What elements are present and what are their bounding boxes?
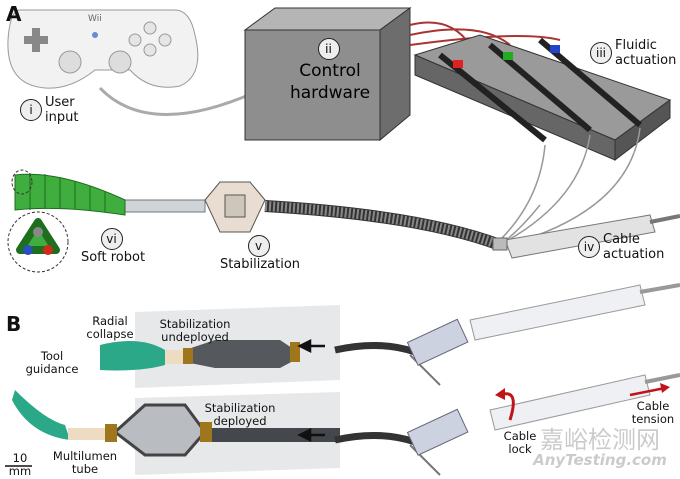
number-badge: vi (100, 228, 123, 250)
scale-bar-label: 10 mm (8, 451, 32, 478)
label-tool-guidance: Tool guidance (25, 349, 79, 376)
wii-logo: Wii (88, 14, 102, 24)
black-arrows (297, 338, 325, 443)
stabilization-device (204, 181, 266, 233)
label-text: Cable actuation (603, 232, 665, 262)
label-radial-collapse: Radial collapse (86, 314, 134, 341)
fluidic-board (413, 34, 672, 162)
number-badge: i (20, 99, 42, 121)
label-cable-lock: Cable lock (503, 429, 537, 456)
soft-robot (7, 169, 126, 273)
control-hardware-box (243, 7, 412, 142)
device-undeployed (334, 283, 680, 386)
panel-label-a: A (6, 2, 22, 26)
robot-shaft (119, 199, 206, 213)
fluid-lines (499, 127, 641, 246)
label-text: Control hardware (289, 61, 371, 103)
controller-cable (98, 86, 261, 116)
number-badge: ii (317, 38, 340, 60)
watermark-en: AnyTesting.com (533, 451, 667, 469)
label-text: Soft robot (80, 250, 146, 265)
label-text: User input (45, 95, 79, 125)
photo-undeployed (100, 305, 340, 388)
panel-label-b: B (6, 312, 22, 336)
number-badge: iii (590, 42, 612, 64)
label-cable-tension: Cable tension (631, 399, 675, 426)
label-stabilization-undeployed: Stabilization undeployed (159, 317, 231, 344)
number-badge: iv (578, 236, 600, 258)
wii-controller (7, 9, 199, 89)
cable-actuation-syringe (492, 214, 680, 259)
label-stabilization-deployed: Stabilization deployed (204, 401, 276, 428)
device-deployed (334, 373, 680, 476)
watermark-cn: 嘉峪检测网 (540, 426, 660, 454)
label-text: Fluidic actuation (615, 38, 677, 68)
label-text: Stabilization (219, 257, 301, 272)
label-multilumen-tube: Multilumen tube (52, 449, 118, 476)
number-badge: v (247, 235, 270, 257)
